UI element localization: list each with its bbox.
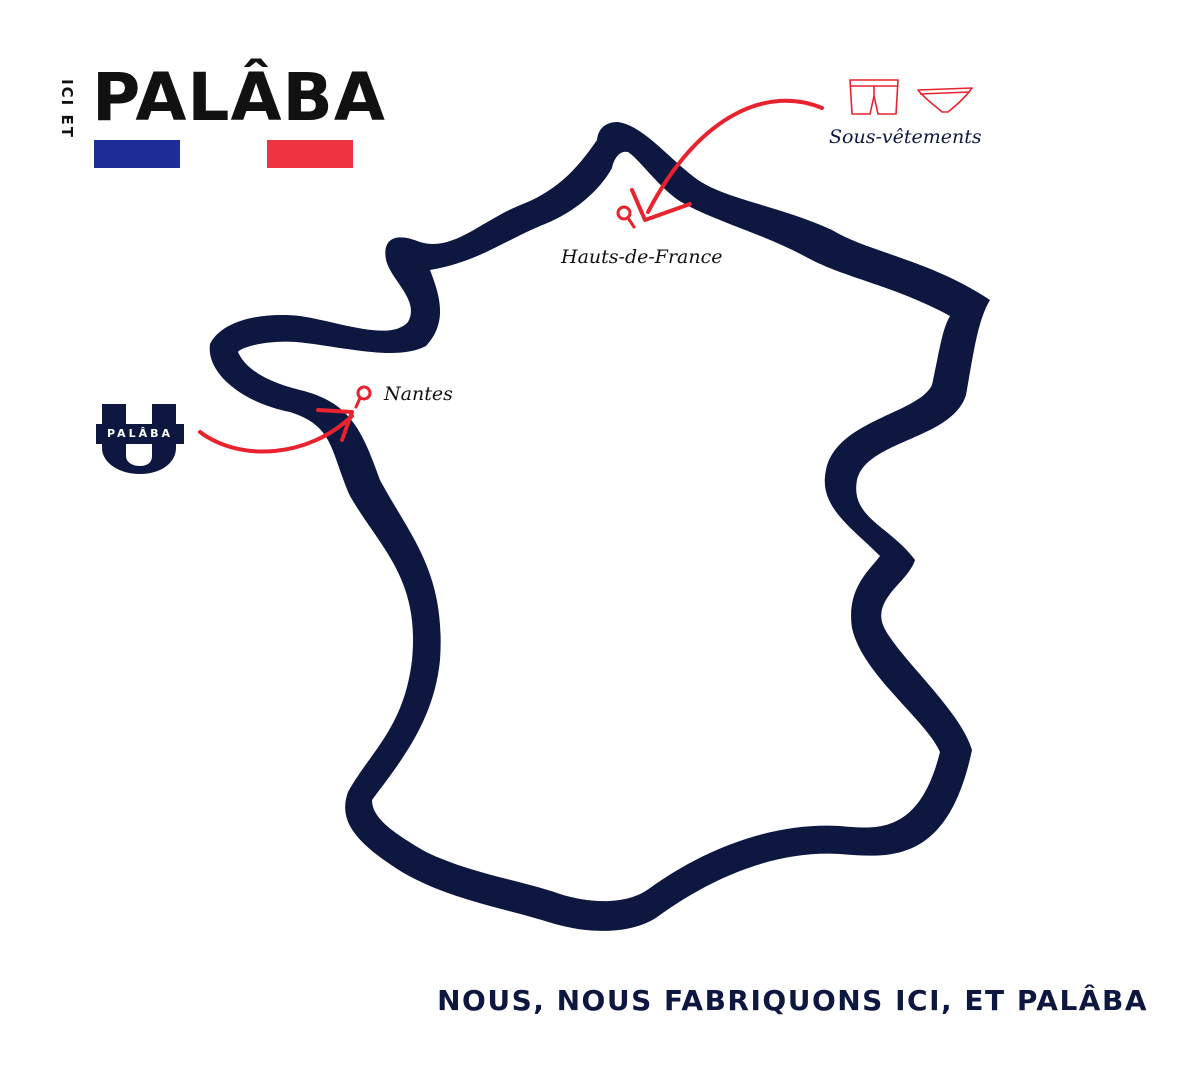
badge-label: PALÂBA (107, 427, 173, 440)
flag-blue-bar (94, 140, 180, 168)
palaba-badge-logo (96, 404, 184, 474)
arrow-head-nantes (316, 408, 354, 442)
arrow-head-hauts-de-france (630, 188, 692, 222)
palaba-logo: ICI ET PALÂBA (52, 59, 385, 174)
briefs-icon (917, 87, 973, 113)
label-hauts-de-france: Hauts-de-France (561, 246, 723, 268)
tagline: NOUS, NOUS FABRIQUONS ICI, ET PALÂBA (437, 984, 1148, 1017)
logo-side-label: ICI ET (58, 79, 76, 139)
label-sous-vetements: Sous-vêtements (829, 126, 982, 148)
flag-red-bar (267, 140, 353, 168)
arrow-to-nantes (198, 414, 354, 454)
label-nantes: Nantes (384, 383, 453, 405)
boxer-briefs-icon (849, 79, 899, 115)
arrow-to-hauts-de-france (646, 98, 824, 214)
logo-side-text: ICI ET (52, 74, 82, 144)
logo-wordmark: PALÂBA (92, 59, 386, 136)
france-outline (209, 122, 991, 931)
map-pin-icon (616, 205, 636, 229)
map-pin-icon (354, 385, 372, 409)
